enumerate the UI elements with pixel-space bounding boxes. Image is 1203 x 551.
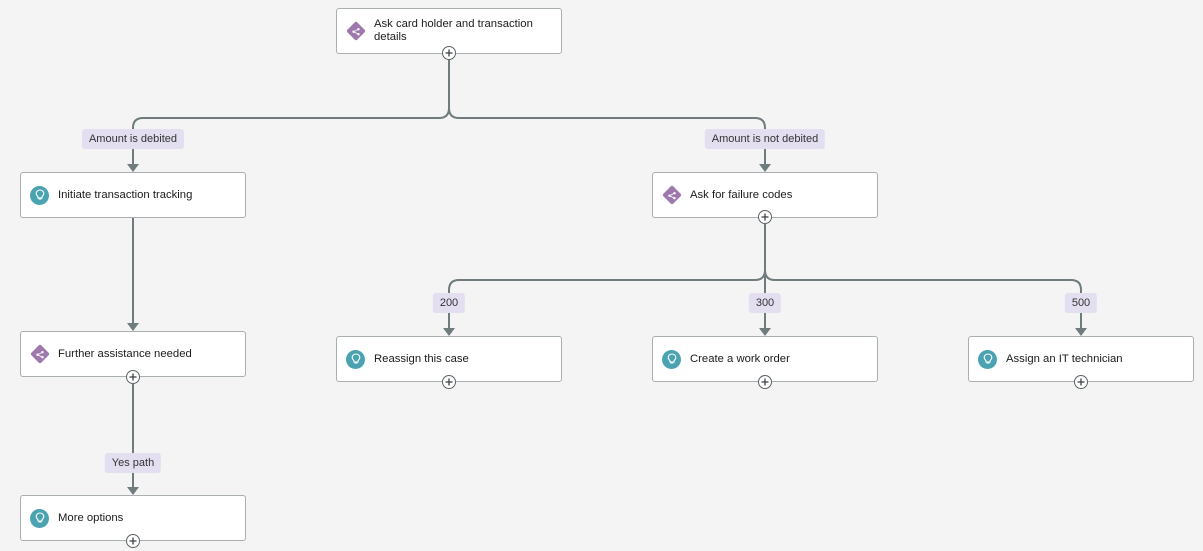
add-step-button-ask-details[interactable] — [442, 46, 456, 60]
node-more-options[interactable]: More options — [20, 495, 246, 541]
lightbulb-icon — [30, 508, 49, 528]
node-label: Assign an IT technician — [1006, 352, 1123, 365]
node-create-work-order[interactable]: Create a work order — [652, 336, 878, 382]
arrowhead-300 — [759, 328, 771, 336]
node-label: More options — [58, 511, 124, 524]
add-step-button-more-options[interactable] — [126, 534, 140, 548]
edge-label-yes-path[interactable]: Yes path — [104, 453, 162, 473]
edge-label-code-500[interactable]: 500 — [1064, 293, 1098, 313]
edge-label-code-300[interactable]: 300 — [748, 293, 782, 313]
decision-icon — [345, 21, 366, 41]
lightbulb-icon — [30, 185, 49, 205]
lightbulb-icon — [978, 349, 997, 369]
add-step-button-further-assistance[interactable] — [126, 370, 140, 384]
connector-root — [438, 60, 450, 119]
arrowhead-500 — [1075, 328, 1087, 336]
arrowhead-not-debited — [759, 164, 771, 172]
lightbulb-icon — [346, 349, 365, 369]
add-step-button-work-order[interactable] — [758, 375, 772, 389]
arrowhead-assistance — [127, 323, 139, 331]
plus-icon — [445, 49, 453, 57]
add-step-button-failure-codes[interactable] — [758, 210, 772, 224]
plus-icon — [761, 213, 769, 221]
lightbulb-icon — [662, 349, 681, 369]
decision-icon — [661, 185, 682, 205]
node-label: Ask for failure codes — [690, 188, 793, 201]
node-assign-it-technician[interactable]: Assign an IT technician — [968, 336, 1194, 382]
plus-icon — [129, 537, 137, 545]
node-label: Ask card holder and transaction details — [374, 18, 533, 43]
edge-label-amount-not-debited[interactable]: Amount is not debited — [704, 129, 826, 149]
connector-codes-trunk — [448, 224, 766, 334]
node-further-assistance-needed[interactable]: Further assistance needed — [20, 331, 246, 377]
plus-icon — [445, 378, 453, 386]
edge-label-code-200[interactable]: 200 — [432, 293, 466, 313]
add-step-button-reassign[interactable] — [442, 375, 456, 389]
arrowhead-200 — [443, 328, 455, 336]
plus-icon — [129, 373, 137, 381]
node-label: Initiate transaction tracking — [58, 188, 193, 201]
arrowhead-debited — [127, 164, 139, 172]
plus-icon — [1077, 378, 1085, 386]
add-step-button-it-technician[interactable] — [1074, 375, 1088, 389]
plus-icon — [761, 378, 769, 386]
connector-root-left — [132, 117, 439, 170]
node-label: Further assistance needed — [58, 347, 192, 360]
arrowhead-more-options — [127, 487, 139, 495]
node-initiate-transaction-tracking[interactable]: Initiate transaction tracking — [20, 172, 246, 218]
connector-codes-500 — [764, 269, 1082, 334]
edge-label-amount-debited[interactable]: Amount is debited — [81, 129, 185, 149]
node-label: Reassign this case — [374, 352, 469, 365]
decision-icon — [29, 344, 50, 364]
connector-root-right — [448, 107, 766, 170]
node-label: Create a work order — [690, 352, 790, 365]
